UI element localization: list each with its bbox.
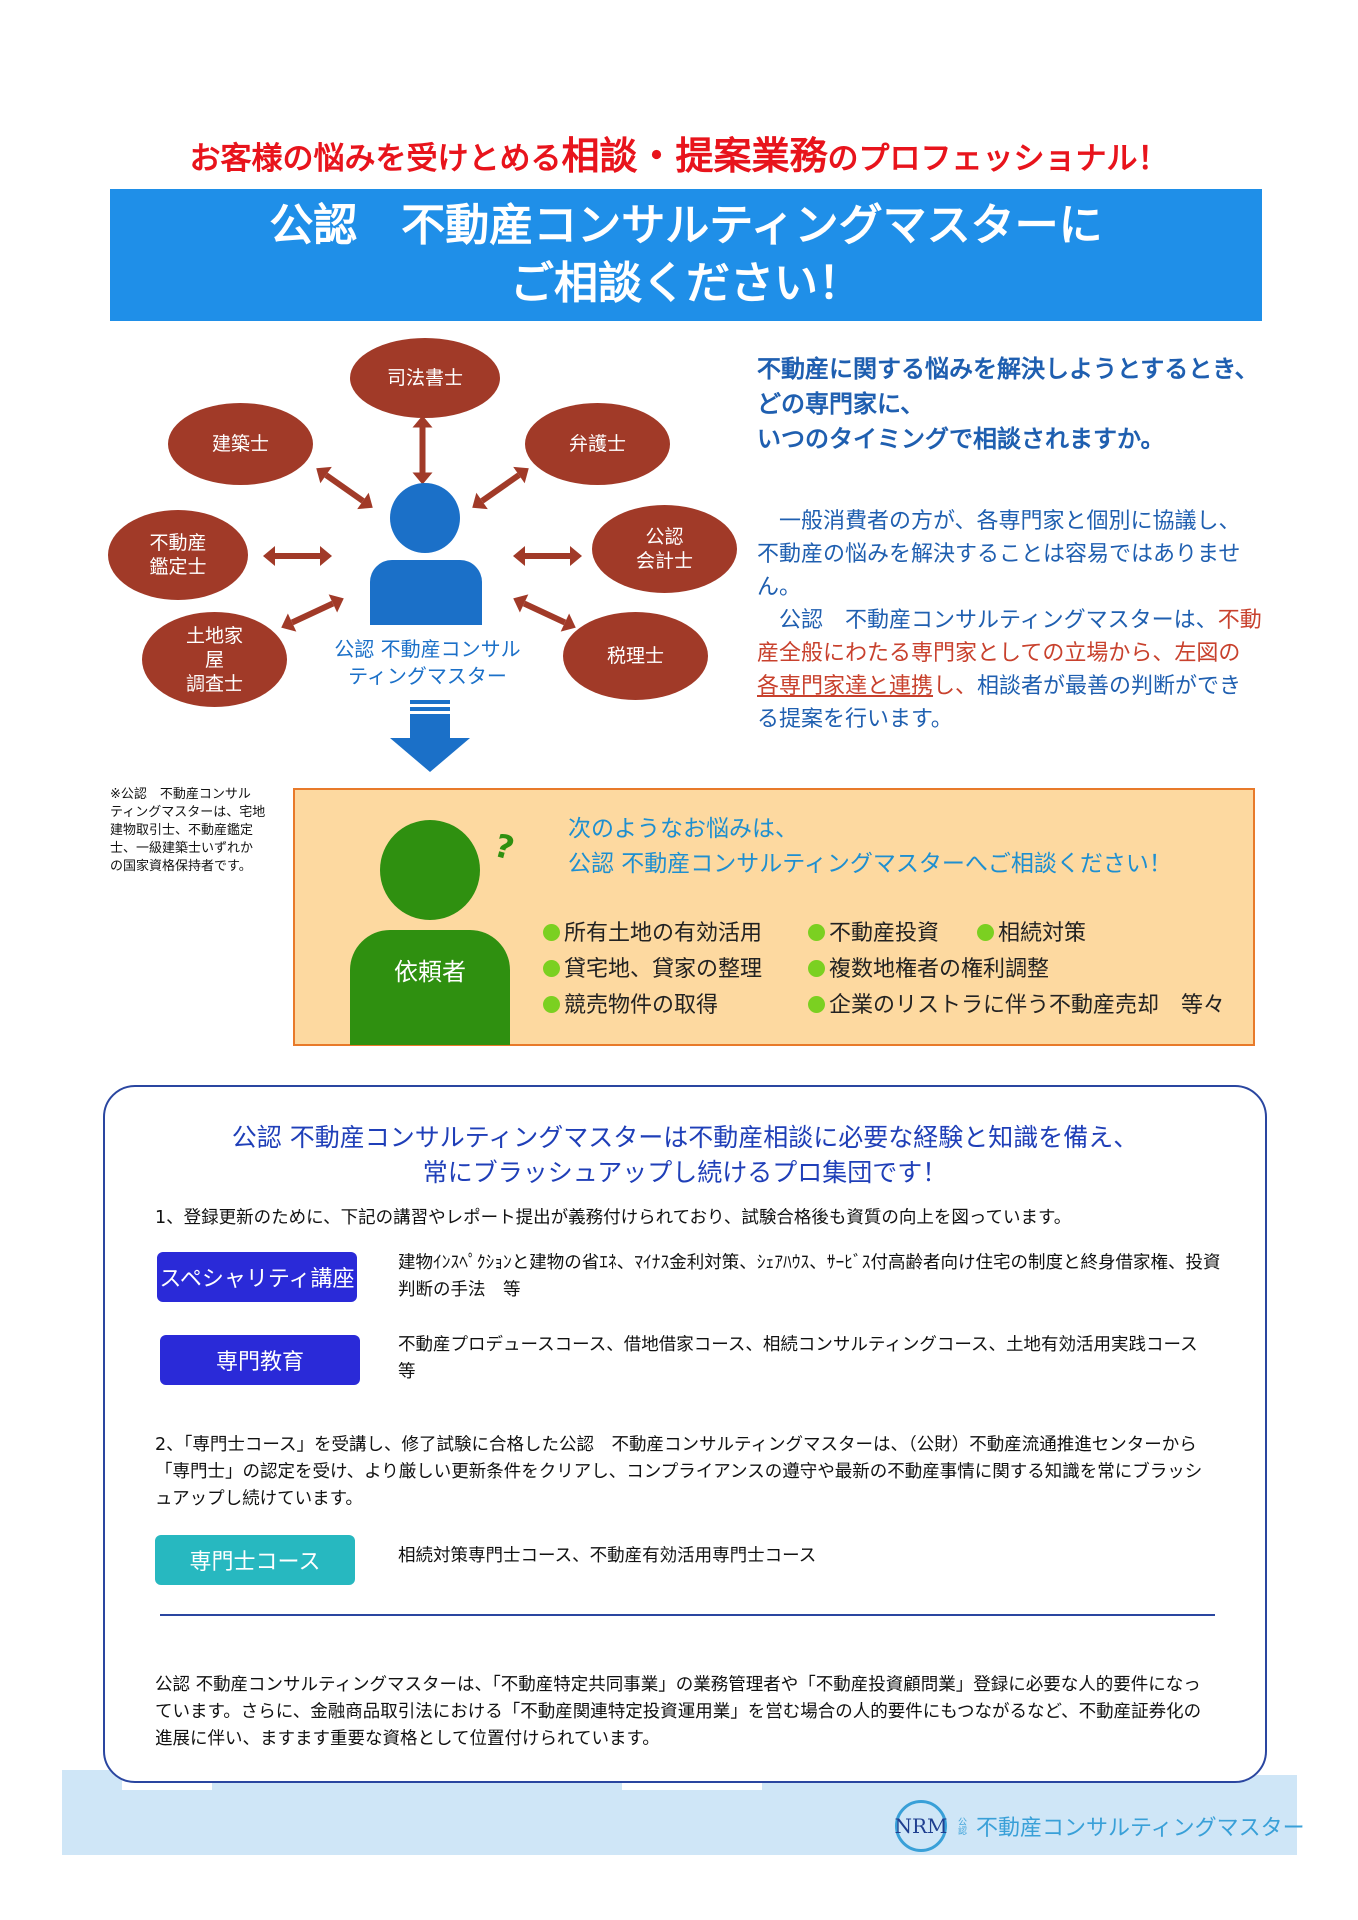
desc-p2d: し、 bbox=[933, 674, 978, 699]
expert-appraiser: 不動産 鑑定士 bbox=[108, 510, 248, 600]
arrow-icon bbox=[513, 546, 582, 566]
consultant-person-icon bbox=[390, 483, 460, 553]
description: 一般消費者の方が、各専門家と個別に協議し、不動産の悩みを解決することは容易ではあ… bbox=[757, 505, 1262, 736]
worry-item: 所有土地の有効活用 bbox=[543, 915, 762, 947]
worry-item: 貸宅地、貸家の整理 bbox=[543, 951, 762, 983]
expert-accountant: 公認 会計士 bbox=[592, 505, 737, 593]
arrow-icon bbox=[263, 546, 332, 566]
worry-item: 複数地権者の権利調整 bbox=[808, 951, 1049, 983]
client-body-icon: 依頼者 bbox=[350, 930, 510, 1045]
logo: NRM 公認 不動産コンサルティングマスター bbox=[894, 1800, 1305, 1852]
worries-box: 依頼者 ? 次のようなお悩みは、 公認 不動産コンサルティングマスターへご相談く… bbox=[293, 788, 1255, 1046]
nrm-logo-icon: NRM bbox=[894, 1800, 948, 1852]
client-label: 依頼者 bbox=[394, 958, 466, 986]
desc-p2b: 不動産全般にわたる専門家としての立場から、左図の bbox=[757, 608, 1262, 666]
item2-text: 2、「専門士コース」を受講し、修了試験に合格した公認 不動産コンサルティングマス… bbox=[155, 1435, 1203, 1509]
worry-item: 企業のリストラに伴う不動産売却 等々 bbox=[808, 987, 1225, 1019]
arrow-icon bbox=[419, 427, 426, 473]
specialized-education-label: 専門教育 bbox=[160, 1335, 360, 1385]
arrow-icon bbox=[290, 600, 335, 626]
divider bbox=[160, 1614, 1215, 1616]
specialty-course-label: スペシャリティ講座 bbox=[157, 1252, 357, 1302]
specialized-education-text: 不動産プロデュースコース、借地借家コース、相続コンサルティングコース、土地有効活… bbox=[398, 1335, 1216, 1382]
logo-text: 不動産コンサルティングマスター bbox=[976, 1816, 1305, 1841]
headline: お客様の悩みを受けとめる相談・提案業務のプロフェッショナル！ bbox=[0, 125, 1358, 180]
professional-group-panel: 公認 不動産コンサルティングマスターは不動産相談に必要な経験と知識を備え、 常に… bbox=[103, 1085, 1267, 1783]
desc-p2c: 各専門家達と連携 bbox=[757, 674, 934, 699]
arrow-icon bbox=[522, 600, 567, 626]
worry-item: 競売物件の取得 bbox=[543, 987, 718, 1019]
specialty-course-text: 建物ｲﾝｽﾍﾟｸｼｮﾝと建物の省ｴﾈ、ﾏｲﾅｽ金利対策、ｼｪｱﾊｳｽ、ｻｰﾋﾞｽ… bbox=[398, 1253, 1221, 1300]
down-arrow-icon bbox=[390, 700, 470, 772]
specialist-course-text: 相続対策専門士コース、不動産有効活用専門士コース bbox=[398, 1546, 817, 1566]
question-mark-icon: ? bbox=[490, 826, 519, 868]
expert-judicial-scrivener: 司法書士 bbox=[350, 338, 500, 418]
consultant-body-icon bbox=[370, 560, 482, 625]
client-head-icon bbox=[380, 820, 480, 920]
specialist-course-label: 専門士コース bbox=[155, 1535, 355, 1585]
logo-mark-text: NRM bbox=[894, 1814, 948, 1838]
expert-lawyer: 弁護士 bbox=[525, 403, 670, 485]
worry-item: 不動産投資 bbox=[808, 915, 939, 947]
headline-part3: のプロフェッショナル！ bbox=[827, 141, 1169, 177]
consultant-label: 公認 不動産コンサル ティングマスター bbox=[334, 637, 521, 688]
headline-emphasis: 相談・提案業務 bbox=[561, 134, 828, 178]
title-banner: 公認 不動産コンサルティングマスターにご相談ください！ bbox=[110, 189, 1262, 321]
panel-title: 公認 不動産コンサルティングマスターは不動産相談に必要な経験と知識を備え、 常に… bbox=[231, 1123, 1139, 1187]
headline-part1: お客様の悩みを受けとめる bbox=[189, 141, 562, 177]
item1-text: 1、登録更新のために、下記の講習やレポート提出が義務付けられており、試験合格後も… bbox=[155, 1208, 1072, 1228]
banner-line1: 公認 不動産コンサルティングマスターに bbox=[269, 200, 1103, 251]
desc-p1: 一般消費者の方が、各専門家と個別に協議し、不動産の悩みを解決することは容易ではあ… bbox=[757, 509, 1241, 600]
question-heading: 不動産に関する悩みを解決しようとするとき、 どの専門家に、 いつのタイミングで相… bbox=[757, 355, 1259, 453]
banner-line2: ご相談ください！ bbox=[510, 258, 862, 309]
footer-text: 公認 不動産コンサルティングマスターは、「不動産特定共同事業」の業務管理者や「不… bbox=[155, 1675, 1202, 1749]
desc-p2e: 相談者が最善の判断ができる提案を行います。 bbox=[757, 674, 1242, 732]
logo-small-text: 公認 bbox=[956, 1817, 966, 1835]
arrow-icon bbox=[324, 472, 365, 504]
arrow-icon bbox=[480, 472, 521, 504]
worry-item: 相続対策 bbox=[977, 915, 1086, 947]
desc-p2a: 公認 不動産コンサルティングマスターは、 bbox=[757, 608, 1218, 633]
expert-architect: 建築士 bbox=[168, 403, 313, 485]
worries-title: 次のようなお悩みは、 公認 不動産コンサルティングマスターへご相談ください！ bbox=[568, 816, 1172, 877]
qualification-note: ※公認 不動産コンサル ティングマスターは、宅地 建物取引士、不動産鑑定 士、一… bbox=[110, 787, 266, 874]
expert-tax-accountant: 税理士 bbox=[563, 612, 708, 700]
expert-land-surveyor: 土地家 屋 調査士 bbox=[142, 612, 287, 707]
